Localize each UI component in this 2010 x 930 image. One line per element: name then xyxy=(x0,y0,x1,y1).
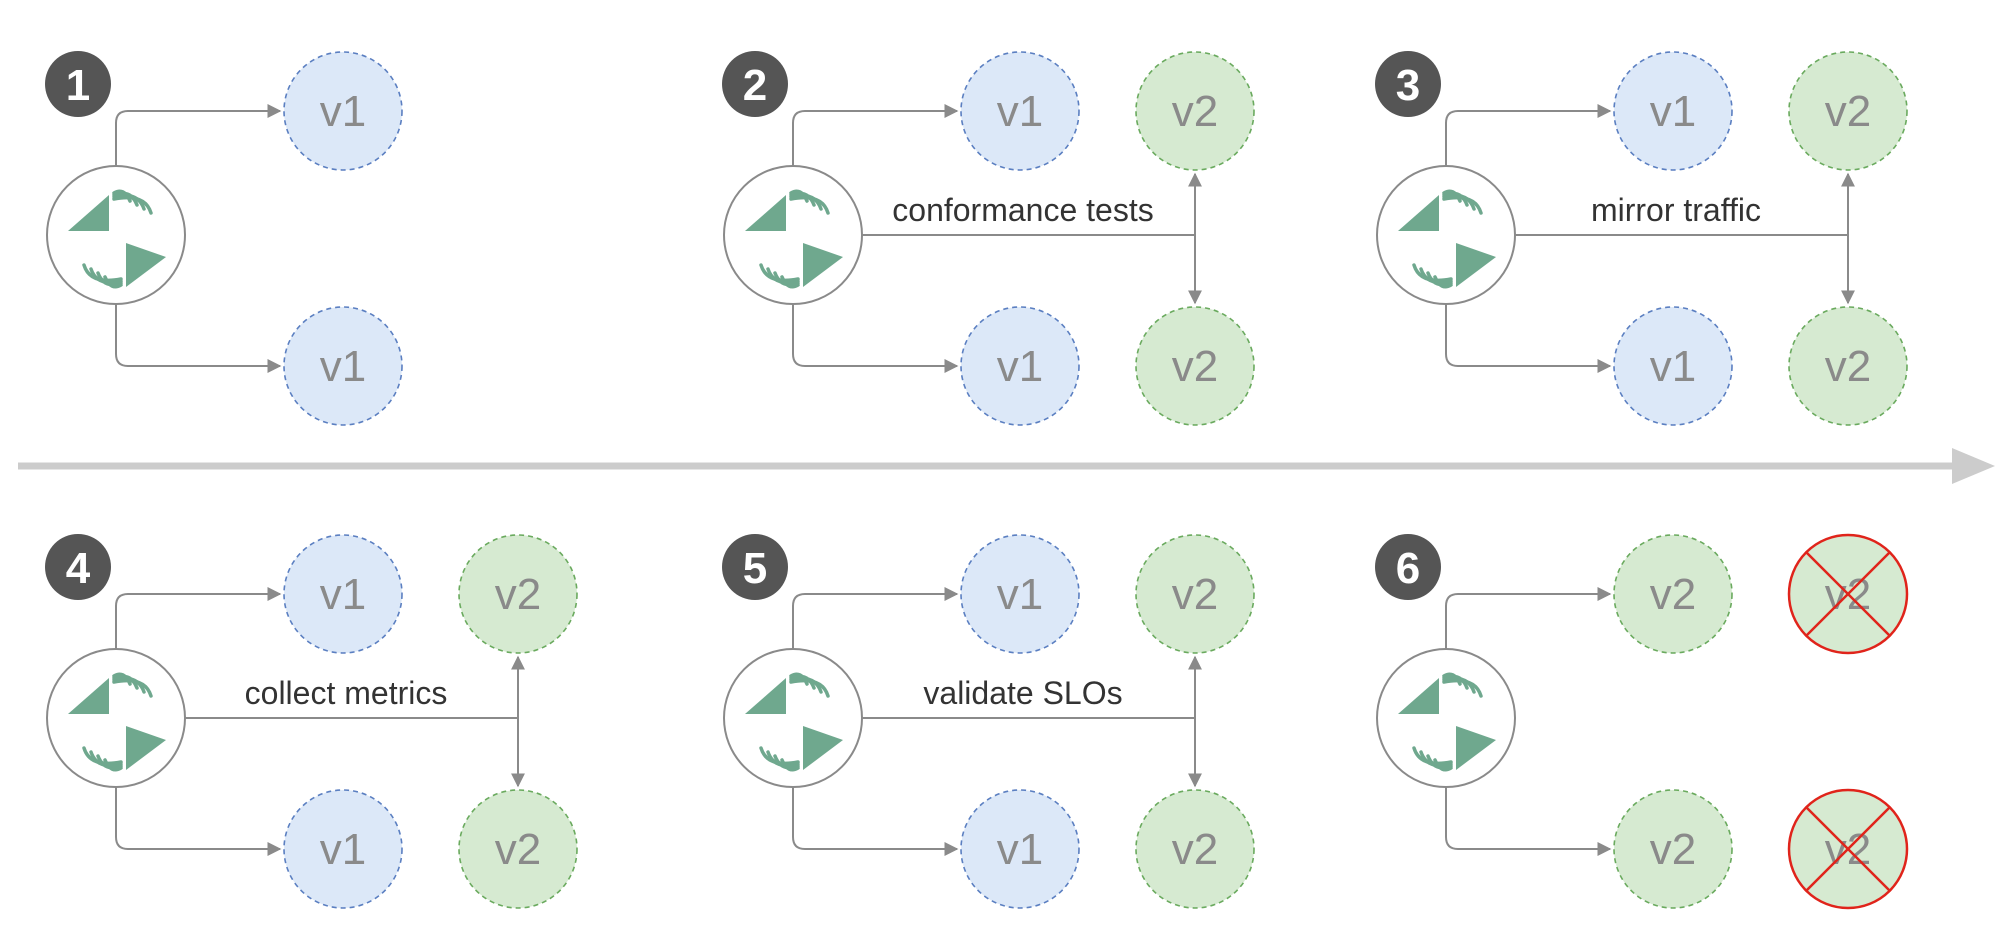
side-channel: mirror traffic xyxy=(1515,172,1855,305)
service-v1-top-1: v1 xyxy=(283,534,403,654)
step-number: 5 xyxy=(743,544,767,593)
version-label: v1 xyxy=(320,825,366,874)
service-v2-top-2: v2 xyxy=(1788,51,1908,171)
step-label: validate SLOs xyxy=(923,675,1122,711)
step-panel-1: 1 v1 v1 xyxy=(45,51,403,426)
logo-icon xyxy=(46,165,186,305)
version-label: v2 xyxy=(495,825,541,874)
step-number: 2 xyxy=(743,61,767,110)
routing-connectors xyxy=(792,104,959,373)
service-v2-top-2: v2 xyxy=(1135,51,1255,171)
step-number: 3 xyxy=(1396,61,1420,110)
side-channel: collect metrics xyxy=(185,655,525,788)
step-panel-6: 6 v2 v2 v2 v2 xyxy=(1375,533,1909,910)
service-v2-bottom-2: v2 xyxy=(1788,306,1908,426)
service-v2-top-1: v2 xyxy=(1613,534,1733,654)
version-label: v2 xyxy=(1172,87,1218,136)
logo-icon xyxy=(723,648,863,788)
version-label: v1 xyxy=(997,87,1043,136)
version-label: v2 xyxy=(495,570,541,619)
step-panel-2: 2 conformance tests v1 v2 v1 v2 xyxy=(722,51,1255,426)
version-label: v2 xyxy=(1172,825,1218,874)
step-number-badge: 6 xyxy=(1375,534,1441,600)
version-label: v2 xyxy=(1172,570,1218,619)
step-number: 6 xyxy=(1396,544,1420,593)
service-v1-bottom-1: v1 xyxy=(283,306,403,426)
version-label: v1 xyxy=(997,342,1043,391)
logo-icon xyxy=(1376,648,1516,788)
version-label: v2 xyxy=(1650,825,1696,874)
version-label: v2 xyxy=(1825,87,1871,136)
routing-connectors xyxy=(1445,104,1612,373)
service-v2-bottom-1: v2 xyxy=(1613,789,1733,909)
timeline-arrow xyxy=(18,448,1995,484)
step-label: collect metrics xyxy=(245,675,448,711)
version-label: v2 xyxy=(1172,342,1218,391)
service-v2-top-2: v2 xyxy=(458,534,578,654)
service-v1-top-1: v1 xyxy=(283,51,403,171)
routing-connectors xyxy=(792,587,959,856)
step-number-badge: 2 xyxy=(722,51,788,117)
service-v1-bottom-1: v1 xyxy=(1613,306,1733,426)
version-label: v1 xyxy=(320,570,366,619)
version-label: v1 xyxy=(1650,87,1696,136)
version-label: v1 xyxy=(320,87,366,136)
step-label: mirror traffic xyxy=(1591,192,1761,228)
step-number: 4 xyxy=(66,544,91,593)
routing-connectors xyxy=(1445,587,1612,856)
logo-icon xyxy=(1376,165,1516,305)
service-v1-bottom-1: v1 xyxy=(960,306,1080,426)
version-label: v1 xyxy=(320,342,366,391)
version-label: v1 xyxy=(1650,342,1696,391)
service-v2-bottom-2: v2 xyxy=(1135,306,1255,426)
service-v2-top-2: v2 xyxy=(1787,533,1909,655)
logo-icon xyxy=(723,165,863,305)
version-label: v1 xyxy=(997,570,1043,619)
step-panel-4: 4 collect metrics v1 v2 v1 v2 xyxy=(45,534,578,909)
service-v1-top-1: v1 xyxy=(960,534,1080,654)
version-label: v2 xyxy=(1650,570,1696,619)
service-v1-top-1: v1 xyxy=(1613,51,1733,171)
step-number-badge: 5 xyxy=(722,534,788,600)
step-number-badge: 1 xyxy=(45,51,111,117)
service-v2-top-2: v2 xyxy=(1135,534,1255,654)
panels: 1 v1 v1 2 conformance tests v1 v2 v1 v2 3 mirror t… xyxy=(45,51,1909,910)
removed-cross-icon xyxy=(1804,550,1892,638)
service-v1-bottom-1: v1 xyxy=(960,789,1080,909)
service-v2-bottom-2: v2 xyxy=(1135,789,1255,909)
side-channel: conformance tests xyxy=(862,172,1202,305)
service-v1-bottom-1: v1 xyxy=(283,789,403,909)
side-channel: validate SLOs xyxy=(862,655,1202,788)
step-number: 1 xyxy=(66,61,90,110)
timeline-arrowhead xyxy=(1952,448,1995,484)
service-v2-bottom-2: v2 xyxy=(1787,788,1909,910)
removed-cross-icon xyxy=(1804,805,1892,893)
version-label: v1 xyxy=(997,825,1043,874)
step-number-badge: 3 xyxy=(1375,51,1441,117)
routing-connectors xyxy=(115,104,282,373)
step-number-badge: 4 xyxy=(45,534,111,600)
service-v2-bottom-2: v2 xyxy=(458,789,578,909)
step-panel-5: 5 validate SLOs v1 v2 v1 v2 xyxy=(722,534,1255,909)
step-label: conformance tests xyxy=(892,192,1153,228)
service-v1-top-1: v1 xyxy=(960,51,1080,171)
logo-icon xyxy=(46,648,186,788)
version-label: v2 xyxy=(1825,342,1871,391)
step-panel-3: 3 mirror traffic v1 v2 v1 v2 xyxy=(1375,51,1908,426)
routing-connectors xyxy=(115,587,282,856)
